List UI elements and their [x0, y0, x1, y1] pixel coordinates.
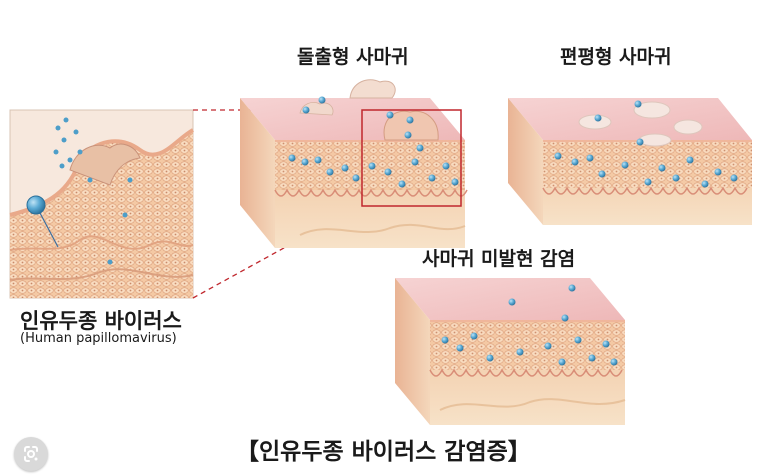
label-raised-wart: 돌출형 사마귀 — [297, 46, 409, 68]
zoom-inset — [9, 109, 195, 299]
google-lens-icon[interactable] — [14, 437, 48, 471]
label-subclinical-infection: 사마귀 미발현 감염 — [422, 248, 576, 270]
lens-glyph — [24, 446, 38, 462]
label-hpv-korean: 인유두종 바이러스 — [20, 309, 182, 333]
label-flat-wart: 편평형 사마귀 — [560, 46, 672, 68]
highlight-box — [361, 109, 462, 207]
figure-title: 【인유두종 바이러스 감염증】 — [236, 439, 531, 465]
skin-block-raised-wart — [240, 79, 468, 248]
label-hpv-english: (Human papillomavirus) — [20, 331, 177, 346]
skin-block-flat-wart — [508, 98, 752, 225]
skin-block-subclinical — [395, 278, 626, 425]
